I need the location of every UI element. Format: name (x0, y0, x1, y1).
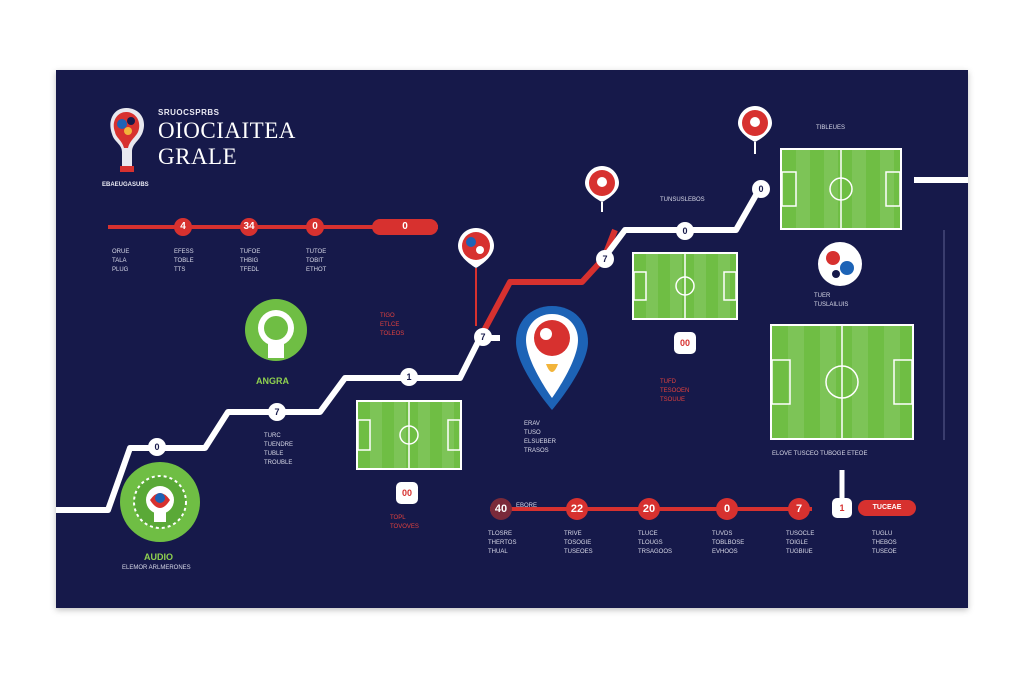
bottom-timeline-caption: TRIVE TOSOGIE TUSEOES (564, 531, 593, 555)
medal-label: AUDIO (144, 552, 173, 562)
path-node: 7 (474, 328, 492, 346)
top-timeline-caption: EFESS TOBLE TTS (174, 249, 194, 273)
medal-icon (120, 462, 200, 542)
step-box: 00 (674, 332, 696, 354)
bottom-timeline-node: 20 (638, 498, 660, 520)
pin-caption: ERAV TUSO ELSUEBER TRASOS (524, 421, 557, 454)
large-map-pin-icon (516, 306, 588, 410)
soccer-ball-icon (818, 242, 862, 286)
map-pin-icon (738, 106, 772, 154)
bottom-timeline-caption: TLOSRE THERTOS THUAL (488, 531, 517, 555)
soccer-field (632, 252, 738, 320)
bottom-timeline-node: 0 (716, 498, 738, 520)
map-pin-icon (458, 228, 494, 326)
step-box: 00 (396, 482, 418, 504)
ball-caption: TUER TUSLAILUIS (814, 293, 849, 308)
trophy-logo-icon (110, 108, 145, 172)
soccer-field (356, 400, 462, 470)
bottom-timeline-end-label: TUCEAE (858, 500, 916, 516)
top-timeline-caption: TUFOE THBIG TFEDL (240, 249, 261, 273)
bottom-timeline-caption: TLUCE TLOUGS TRSAGOOS (638, 531, 673, 555)
path-node: 0 (148, 438, 166, 456)
lightbulb-icon (245, 299, 307, 361)
path-node: 1 (400, 368, 418, 386)
bottom-timeline-caption: TUGLU THEBOS TUSEOE (872, 531, 897, 555)
path-node: 0 (752, 180, 770, 198)
mid-stats: TURC TUENDRE TUBLE TROUBLE (264, 433, 294, 466)
top-timeline-caption: TUTOE TOBIT ETHOT (306, 249, 327, 273)
field-ticks-caption: ELOVE TUSCEO TUBOGE ETEOE (772, 451, 868, 457)
top-timeline-node: 0 (306, 218, 324, 236)
bottom-timeline-caption: TUVDS TOBLBOSE EVHOOS (712, 531, 745, 555)
right-stats: TUFD TESOOEN TSOUUE (660, 379, 690, 403)
lower-left-notes: TOPL TOVOVES (390, 515, 419, 530)
map-pin-icon (585, 166, 619, 212)
soccer-field (780, 148, 902, 230)
title-block: SRUOCSPRBS OIOCIAITEA GRALE EBAEUGASUBS (100, 100, 300, 210)
mid-left-notes: TIGO ETLCE TOLEOS (380, 313, 405, 337)
logo-caption: EBAEUGASUBS (102, 182, 149, 188)
upper-right-caption: TIBLEUES (816, 125, 846, 131)
lamp-label: ANGRA (256, 376, 289, 386)
bottom-timeline-node: 7 (788, 498, 810, 520)
bottom-timeline-node: 22 (566, 498, 588, 520)
bottom-timeline-end-box: 1 (832, 498, 852, 518)
top-timeline-node: 4 (174, 218, 192, 236)
bottom-timeline-mid-label: EBORE (516, 503, 538, 509)
medal-caption: ELEMOR ARLMERONES (122, 565, 191, 571)
top-timeline-pill: 0 (372, 219, 438, 235)
title-line-2: GRALE (158, 144, 238, 169)
page-title: OIOCIAITEA GRALE (158, 118, 296, 170)
title-kicker: SRUOCSPRBS (158, 108, 220, 117)
path-node: 7 (268, 403, 286, 421)
title-line-1: OIOCIAITEA (158, 118, 296, 143)
path-node: 0 (676, 222, 694, 240)
soccer-field (770, 324, 914, 440)
top-timeline-node: 34 (240, 218, 258, 236)
bottom-timeline-caption: TUSOCLE TOIGLE TUGBIUE (786, 531, 815, 555)
top-timeline-caption: ORUE TALA PLUG (112, 249, 130, 273)
path-node: 7 (596, 250, 614, 268)
upper-mid-caption: TUNSUSLEBOS (660, 197, 705, 203)
bottom-timeline-node: 40 (490, 498, 512, 520)
